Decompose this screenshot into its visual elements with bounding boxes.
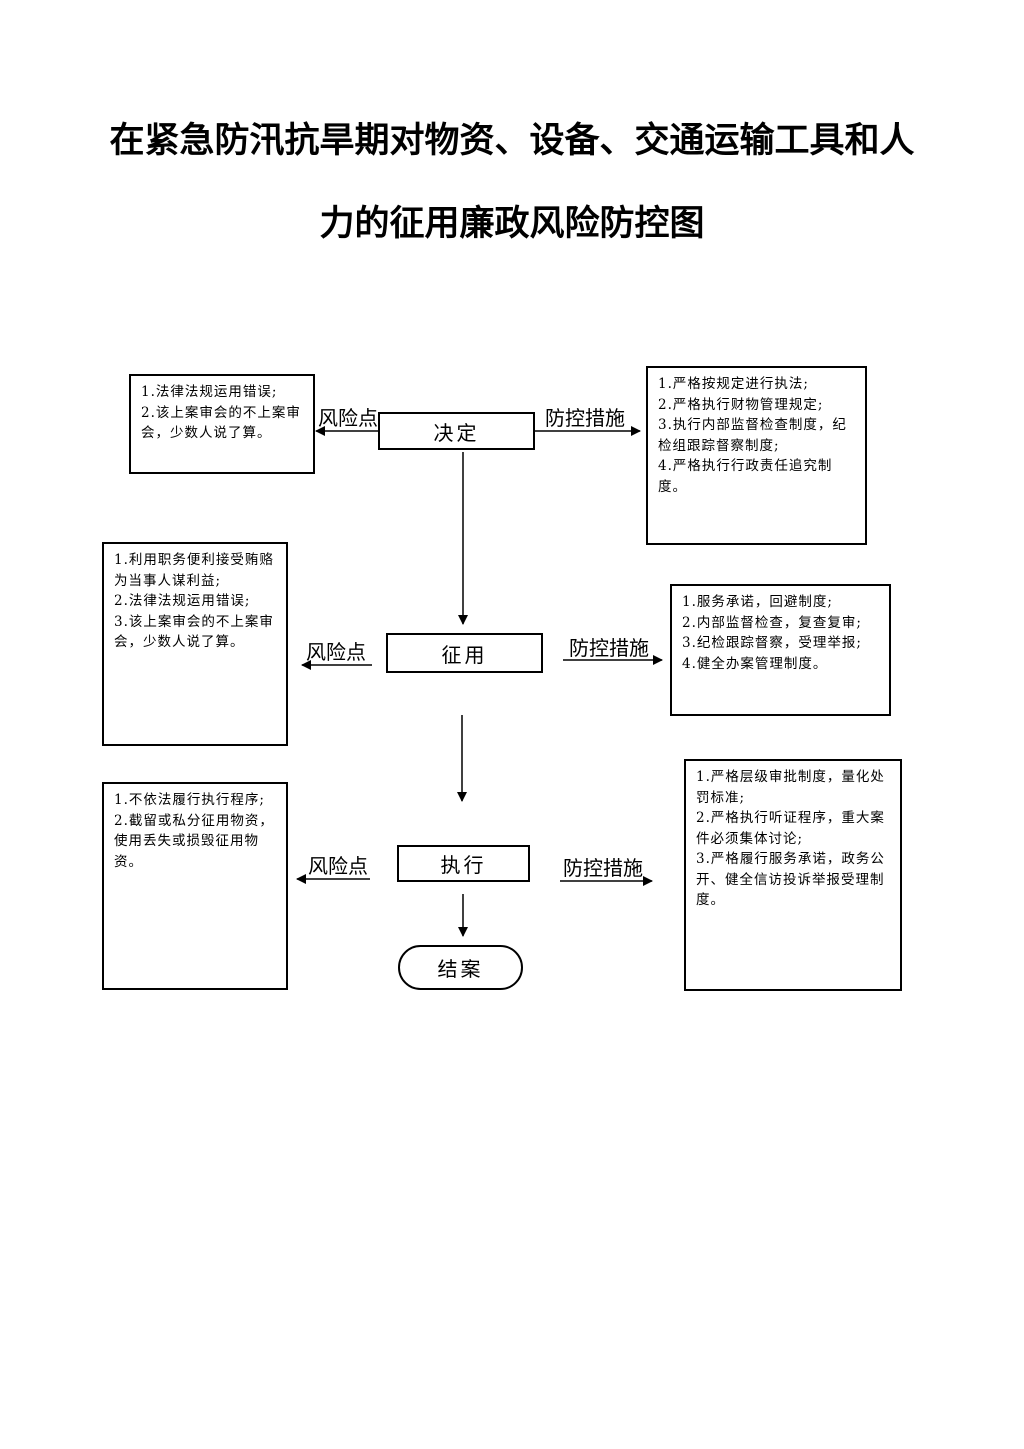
risk-requisition-item-2: 2.法律法规运用错误; [114, 593, 251, 609]
risk-box-execute: 1.不依法履行执行程序; 2.截留或私分征用物资，使用丢失或损毁征用物资。 [102, 782, 288, 990]
risk-execute-item-1: 1.不依法履行执行程序; [114, 792, 265, 808]
measures-label-execute: 防控措施 [563, 856, 643, 880]
measure-decide-item-1: 1.严格按规定进行执法; [658, 376, 809, 392]
page-title-line-1: 在紧急防汛抗旱期对物资、设备、交通运输工具和人 [109, 121, 915, 161]
measure-decide-item-3: 3.执行内部监督检查制度，纪检组跟踪督察制度; [658, 417, 847, 454]
risk-requisition-item-3: 3.该上案审会的不上案审会，少数人说了算。 [114, 613, 274, 651]
measure-requisition-item-4: 4.健全办案管理制度。 [682, 655, 828, 672]
measure-decide-item-4: 4.严格执行行政责任追究制度。 [658, 458, 833, 495]
step-execute: 执行 [397, 845, 530, 882]
risk-label-requisition: 风险点 [306, 640, 366, 664]
risk-label-execute: 风险点 [308, 854, 368, 878]
measures-label-decide: 防控措施 [545, 406, 625, 430]
step-close: 结案 [398, 945, 523, 990]
measure-decide-item-2: 2.严格执行财物管理规定; [658, 396, 824, 413]
step-decide: 决定 [378, 412, 535, 450]
risk-execute-item-2: 2.截留或私分征用物资，使用丢失或损毁征用物资。 [114, 812, 274, 870]
risk-label-decide: 风险点 [318, 406, 378, 430]
measure-requisition-item-2: 2.内部监督检查，复查复审; [682, 614, 862, 631]
measure-requisition-item-1: 1.服务承诺，回避制度; [682, 594, 833, 610]
risk-requisition-item-1: 1.利用职务便利接受贿赂为当事人谋利益; [114, 552, 274, 589]
measures-box-requisition: 1.服务承诺，回避制度; 2.内部监督检查，复查复审; 3.纪检跟踪督察，受理举… [670, 584, 891, 716]
step-requisition: 征用 [386, 633, 543, 673]
measures-box-decide: 1.严格按规定进行执法; 2.严格执行财物管理规定; 3.执行内部监督检查制度，… [646, 366, 867, 545]
measures-label-requisition: 防控措施 [569, 636, 649, 660]
measure-execute-item-3: 3.严格履行服务承诺，政务公开、健全信访投诉举报受理制度。 [696, 851, 885, 908]
risk-box-decide: 1.法律法规运用错误; 2.该上案审会的不上案审会，少数人说了算。 [129, 374, 315, 474]
risk-decide-item-1: 1.法律法规运用错误; [141, 384, 278, 400]
risk-box-requisition: 1.利用职务便利接受贿赂为当事人谋利益; 2.法律法规运用错误; 3.该上案审会… [102, 542, 288, 746]
measures-box-execute: 1.严格层级审批制度，量化处罚标准; 2.严格执行听证程序，重大案件必须集体讨论… [684, 759, 902, 991]
measure-execute-item-1: 1.严格层级审批制度，量化处罚标准; [696, 769, 885, 806]
page-title-line-2: 力的征用廉政风险防控图 [319, 204, 705, 244]
measure-requisition-item-3: 3.纪检跟踪督察，受理举报; [682, 635, 862, 651]
measure-execute-item-2: 2.严格执行听证程序，重大案件必须集体讨论; [696, 810, 885, 847]
risk-decide-item-2: 2.该上案审会的不上案审会，少数人说了算。 [141, 404, 301, 442]
